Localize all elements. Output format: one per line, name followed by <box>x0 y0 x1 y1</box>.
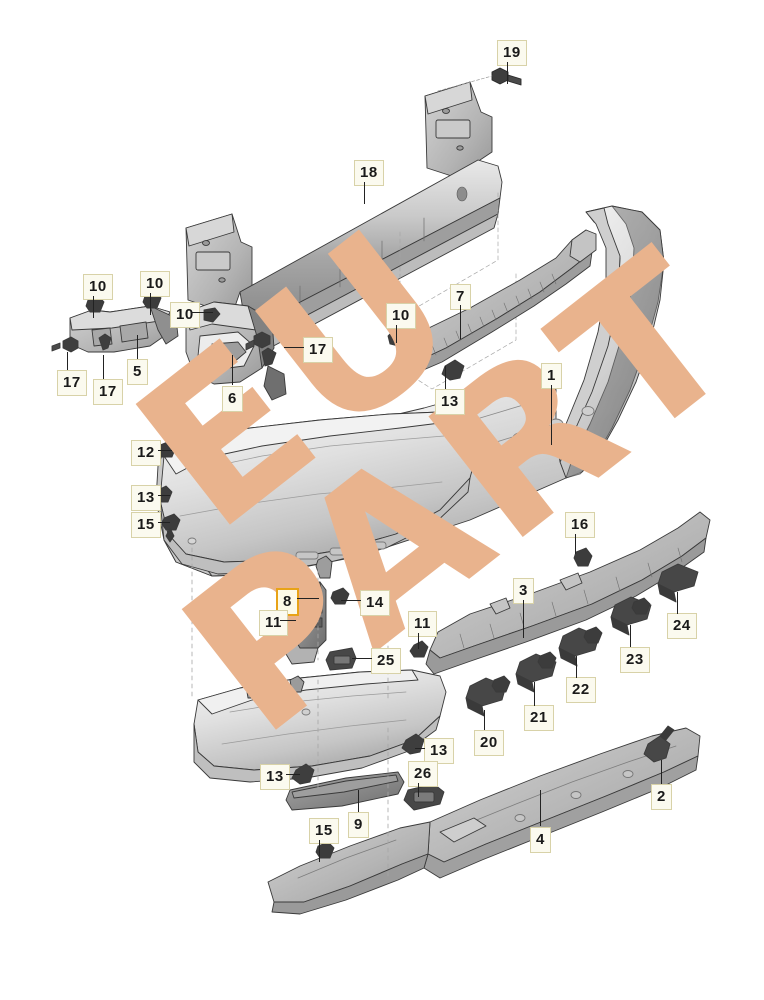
leader-line-10 <box>191 312 213 313</box>
part-9-trim-strip <box>285 771 405 811</box>
leader-line-17 <box>103 355 104 379</box>
callout-13[interactable]: 13 <box>131 485 161 511</box>
callout-23[interactable]: 23 <box>620 647 650 673</box>
leader-line-10 <box>150 293 151 315</box>
callout-2[interactable]: 2 <box>651 784 672 810</box>
leader-line-19 <box>507 62 508 84</box>
callout-14[interactable]: 14 <box>360 590 390 616</box>
callout-4[interactable]: 4 <box>530 827 551 853</box>
leader-line-5 <box>137 335 138 359</box>
callout-12[interactable]: 12 <box>131 440 161 466</box>
leader-line-22 <box>576 656 577 678</box>
callout-11[interactable]: 11 <box>408 611 437 637</box>
callout-19[interactable]: 19 <box>497 40 527 66</box>
leader-line-11 <box>280 620 296 621</box>
lower-valance-panel <box>193 669 447 783</box>
bolt-group-20-24 <box>465 563 699 717</box>
leader-line-12 <box>158 450 172 451</box>
part-6-bracket <box>185 301 287 401</box>
callout-17[interactable]: 17 <box>57 370 87 396</box>
callout-10[interactable]: 10 <box>83 274 113 300</box>
leader-line-14 <box>341 600 361 601</box>
callout-15[interactable]: 15 <box>309 818 339 844</box>
callout-13[interactable]: 13 <box>424 738 454 764</box>
part-17-bolts <box>51 331 277 367</box>
leader-line-2 <box>661 760 662 784</box>
leader-line-10 <box>396 325 397 343</box>
leader-line-3 <box>523 600 524 638</box>
callout-21[interactable]: 21 <box>524 705 554 731</box>
callout-18[interactable]: 18 <box>354 160 384 186</box>
callout-15[interactable]: 15 <box>131 512 161 538</box>
callout-10[interactable]: 10 <box>386 303 416 329</box>
leader-line-17 <box>67 352 68 370</box>
callout-9[interactable]: 9 <box>348 812 369 838</box>
leader-line-16 <box>575 534 576 554</box>
callout-13[interactable]: 13 <box>435 389 465 415</box>
leader-line-20 <box>484 710 485 730</box>
leader-line-21 <box>534 682 535 706</box>
callout-24[interactable]: 24 <box>667 613 697 639</box>
callout-5[interactable]: 5 <box>127 359 148 385</box>
part-2-bolt <box>643 725 675 763</box>
callout-22[interactable]: 22 <box>566 677 596 703</box>
leader-line-1 <box>551 385 552 445</box>
callout-6[interactable]: 6 <box>222 386 243 412</box>
leader-line-13 <box>415 748 425 749</box>
leader-line-7 <box>460 305 461 339</box>
callout-26[interactable]: 26 <box>408 761 438 787</box>
leader-line-25 <box>352 658 372 659</box>
part-7-absorber-strip <box>403 229 597 375</box>
leader-line-18 <box>364 182 365 204</box>
part-18-impact-bar <box>185 81 503 351</box>
part-1-cover-left-section <box>159 411 481 579</box>
callout-16[interactable]: 16 <box>565 512 595 538</box>
callout-3[interactable]: 3 <box>513 578 534 604</box>
leader-line-15 <box>319 840 320 862</box>
leader-line-8 <box>297 598 319 599</box>
leader-line-4 <box>540 790 541 826</box>
leader-line-10 <box>93 296 94 318</box>
part-25-holder <box>325 647 357 671</box>
callout-17[interactable]: 17 <box>93 379 123 405</box>
leader-line-17 <box>284 347 304 348</box>
callout-11[interactable]: 11 <box>259 610 288 636</box>
leader-line-23 <box>630 625 631 647</box>
callout-17[interactable]: 17 <box>303 337 333 363</box>
leader-line-26 <box>418 783 419 797</box>
part-26-sensor <box>403 783 445 811</box>
leader-line-13 <box>286 774 300 775</box>
leader-line-24 <box>677 592 678 614</box>
part-3-lower-rail <box>425 511 711 675</box>
part-4-rear-valance <box>267 727 701 915</box>
callout-13[interactable]: 13 <box>260 764 290 790</box>
leader-line-11 <box>418 633 419 649</box>
leader-line-15 <box>158 522 170 523</box>
callout-10[interactable]: 10 <box>140 271 170 297</box>
part-12-15-clips <box>157 440 335 859</box>
callout-1[interactable]: 1 <box>541 363 562 389</box>
part-16-clip <box>573 547 593 567</box>
leader-line-13 <box>445 366 446 389</box>
callout-25[interactable]: 25 <box>371 648 401 674</box>
leader-line-9 <box>358 790 359 812</box>
callout-10[interactable]: 10 <box>170 302 200 328</box>
callout-20[interactable]: 20 <box>474 730 504 756</box>
part-19-bolt <box>491 67 522 86</box>
leader-line-13 <box>158 495 170 496</box>
leader-line-6 <box>232 355 233 385</box>
part-13-bolts <box>153 359 465 785</box>
